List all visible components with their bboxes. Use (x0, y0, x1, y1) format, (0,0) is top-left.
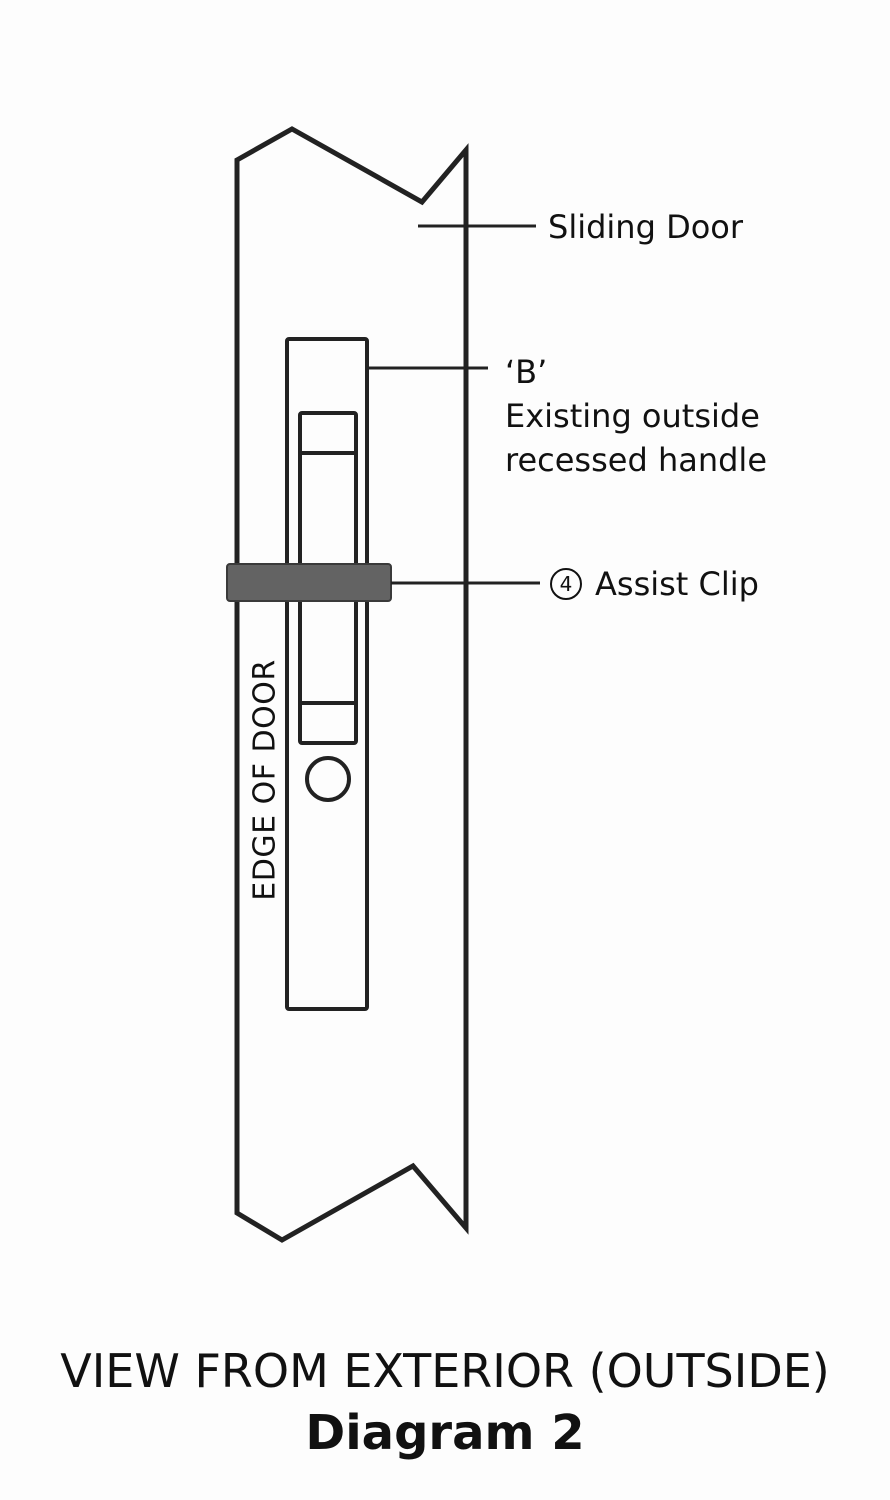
handle-plate (285, 337, 369, 1011)
diagram-footer: VIEW FROM EXTERIOR (OUTSIDE) Diagram 2 (0, 1340, 890, 1464)
assist-clip-callout: 4 Assist Clip (550, 562, 759, 606)
edge-of-door-label: EDGE OF DOOR (247, 659, 283, 901)
diagram-title: Diagram 2 (305, 1405, 585, 1461)
screw-hole (305, 756, 351, 802)
door-panel (234, 126, 469, 1243)
sliding-door-label: Sliding Door (548, 208, 744, 246)
handle-desc-line1: Existing outside (505, 397, 760, 435)
assist-clip-number-badge: 4 (550, 568, 582, 600)
view-title: VIEW FROM EXTERIOR (OUTSIDE) (60, 1344, 830, 1398)
handle-callout: ‘B’ Existing outside recessed handle (505, 350, 767, 482)
handle-desc-line2: recessed handle (505, 441, 767, 479)
handle-id-label: ‘B’ (505, 353, 548, 391)
assist-clip-label: Assist Clip (595, 565, 759, 603)
assist-clip (226, 563, 392, 602)
